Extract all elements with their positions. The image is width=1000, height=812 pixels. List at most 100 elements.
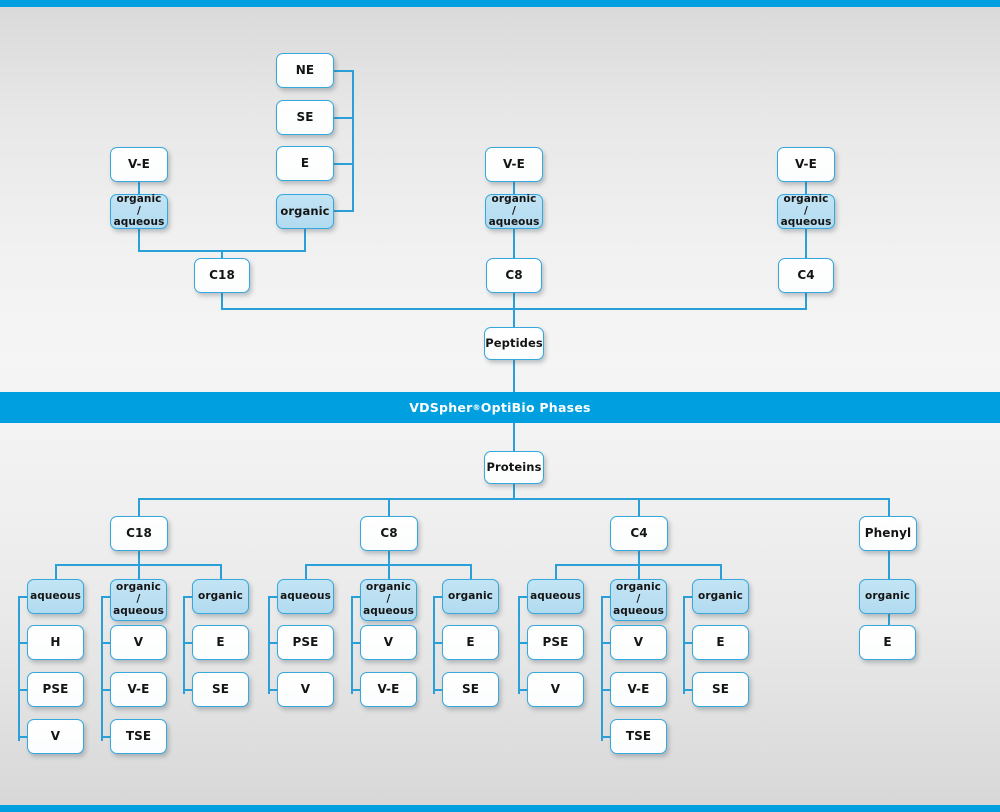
node-proteins-c4-orgaq-tse[interactable]: TSE	[610, 719, 667, 754]
node-label: organic	[448, 589, 493, 602]
node-peptides-phase-c4[interactable]: C4	[778, 258, 834, 293]
node-label: organic / aqueous	[113, 192, 165, 229]
connector-c18-to-organic	[220, 564, 222, 580]
node-proteins-c8-aqueous-v[interactable]: V	[277, 672, 334, 707]
node-label: PSE	[42, 681, 69, 696]
node-proteins-c18-organic-aqueous[interactable]: organic / aqueous	[110, 579, 167, 621]
node-label: C18	[209, 267, 235, 282]
node-proteins-c8-organic-aqueous[interactable]: organic / aqueous	[360, 579, 417, 621]
node-proteins-c18-orgaq-v[interactable]: V	[110, 625, 167, 660]
node-proteins-root[interactable]: Proteins	[484, 451, 544, 484]
node-proteins-phase-c18[interactable]: C18	[110, 516, 168, 551]
node-proteins-c18-organic[interactable]: organic	[192, 579, 249, 614]
node-label: NE	[295, 62, 315, 77]
connector-banner-to-proteins	[513, 423, 515, 452]
node-proteins-c4-aqueous-pse[interactable]: PSE	[527, 625, 584, 660]
node-proteins-c4-aqueous[interactable]: aqueous	[527, 579, 584, 614]
bracket-c4-orgaq	[601, 596, 603, 741]
connector-peptides-to-banner	[513, 359, 515, 393]
node-label: aqueous	[530, 589, 581, 602]
node-proteins-c4-organic-se[interactable]: SE	[692, 672, 749, 707]
node-proteins-c8-organic-e[interactable]: E	[442, 625, 499, 660]
bracket-c18-organic-2	[183, 689, 194, 691]
connector-organic-down	[304, 229, 306, 251]
node-proteins-c8-organic[interactable]: organic	[442, 579, 499, 614]
connector-organic-bus-v	[352, 71, 354, 212]
node-peptides-phase-c8[interactable]: C8	[486, 258, 542, 293]
node-peptides-c18-organic-aqueous[interactable]: organic / aqueous	[110, 192, 168, 229]
node-label: H	[50, 634, 61, 649]
node-proteins-c18-aqueous-pse[interactable]: PSE	[27, 672, 84, 707]
node-proteins-phase-c8[interactable]: C8	[360, 516, 418, 551]
node-proteins-c18-aqueous-h[interactable]: H	[27, 625, 84, 660]
node-peptides-organic-ne[interactable]: NE	[276, 53, 334, 88]
node-proteins-c8-aqueous[interactable]: aqueous	[277, 579, 334, 614]
node-label: SE	[296, 109, 314, 124]
node-proteins-c8-orgaq-v[interactable]: V	[360, 625, 417, 660]
node-proteins-c18-organic-se[interactable]: SE	[192, 672, 249, 707]
node-label: V-E	[795, 156, 817, 171]
node-proteins-phenyl-organic-e[interactable]: E	[859, 625, 916, 660]
node-proteins-c18-organic-e[interactable]: E	[192, 625, 249, 660]
node-label: organic / aqueous	[363, 581, 414, 617]
bracket-c18-aqueous-2	[18, 689, 29, 691]
node-proteins-c4-orgaq-ve[interactable]: V-E	[610, 672, 667, 707]
node-label: organic / aqueous	[780, 192, 832, 229]
node-proteins-phase-phenyl[interactable]: Phenyl	[859, 516, 917, 551]
bracket-c8-orgaq-top	[351, 596, 362, 598]
connector-proteins-stem	[513, 484, 515, 499]
connector-ve-to-orgaq-c18	[138, 181, 140, 194]
connector-c18-stem	[221, 250, 223, 261]
node-label: TSE	[125, 728, 152, 743]
node-label: V-E	[128, 156, 150, 171]
node-peptides-c8-organic-aqueous[interactable]: organic / aqueous	[485, 193, 543, 229]
node-proteins-c4-organic-aqueous[interactable]: organic / aqueous	[610, 579, 667, 621]
node-label: V	[550, 681, 561, 696]
connector-bus-to-organic	[334, 210, 354, 212]
node-proteins-phenyl-organic[interactable]: organic	[859, 579, 916, 614]
node-peptides-organic-e[interactable]: E	[276, 146, 334, 181]
node-label: E	[716, 634, 725, 649]
node-peptides-c18-ve[interactable]: V-E	[110, 147, 168, 182]
bracket-c18-aqueous-3	[18, 736, 29, 738]
node-label: aqueous	[30, 589, 81, 602]
bracket-c4-aqueous-2	[518, 689, 529, 691]
connector-c18-group-stem	[138, 551, 140, 565]
node-peptides-root[interactable]: Peptides	[484, 327, 544, 360]
bracket-c4-aqueous	[518, 596, 520, 694]
node-label: organic	[698, 589, 743, 602]
node-proteins-c8-organic-se[interactable]: SE	[442, 672, 499, 707]
node-label: Peptides	[485, 336, 543, 351]
node-peptides-c4-ve[interactable]: V-E	[777, 147, 835, 182]
connector-c8-to-orgaq	[388, 564, 390, 580]
bracket-c8-aqueous-top	[268, 596, 279, 598]
node-proteins-c4-aqueous-v[interactable]: V	[527, 672, 584, 707]
connector-se-to-bus	[334, 117, 354, 119]
connector-proteins-bar	[138, 498, 889, 500]
connector-c4-group-stem	[638, 551, 640, 565]
node-label: organic / aqueous	[613, 581, 664, 617]
node-proteins-c8-orgaq-ve[interactable]: V-E	[360, 672, 417, 707]
node-proteins-c18-aqueous-v[interactable]: V	[27, 719, 84, 754]
node-label: V	[383, 634, 394, 649]
node-label: V	[300, 681, 311, 696]
node-peptides-organic-se[interactable]: SE	[276, 100, 334, 135]
node-peptides-phase-c18[interactable]: C18	[194, 258, 250, 293]
banner-text-after: OptiBio Phases	[480, 400, 591, 415]
node-peptides-c4-organic-aqueous[interactable]: organic / aqueous	[777, 192, 835, 229]
connector-c4-to-orgaq	[638, 564, 640, 580]
node-proteins-c4-organic[interactable]: organic	[692, 579, 749, 614]
node-peptides-c18-organic[interactable]: organic	[276, 194, 334, 229]
node-peptides-c8-ve[interactable]: V-E	[485, 147, 543, 182]
node-proteins-c8-aqueous-pse[interactable]: PSE	[277, 625, 334, 660]
node-label: E	[466, 634, 475, 649]
node-proteins-c4-organic-e[interactable]: E	[692, 625, 749, 660]
node-proteins-c18-orgaq-tse[interactable]: TSE	[110, 719, 167, 754]
node-label: organic	[198, 589, 243, 602]
node-proteins-c18-aqueous[interactable]: aqueous	[27, 579, 84, 614]
node-proteins-c4-orgaq-v[interactable]: V	[610, 625, 667, 660]
connector-bar-to-c8	[388, 498, 390, 516]
node-proteins-phase-c4[interactable]: C4	[610, 516, 668, 551]
node-proteins-c18-orgaq-ve[interactable]: V-E	[110, 672, 167, 707]
bracket-c8-aqueous-2	[268, 689, 279, 691]
